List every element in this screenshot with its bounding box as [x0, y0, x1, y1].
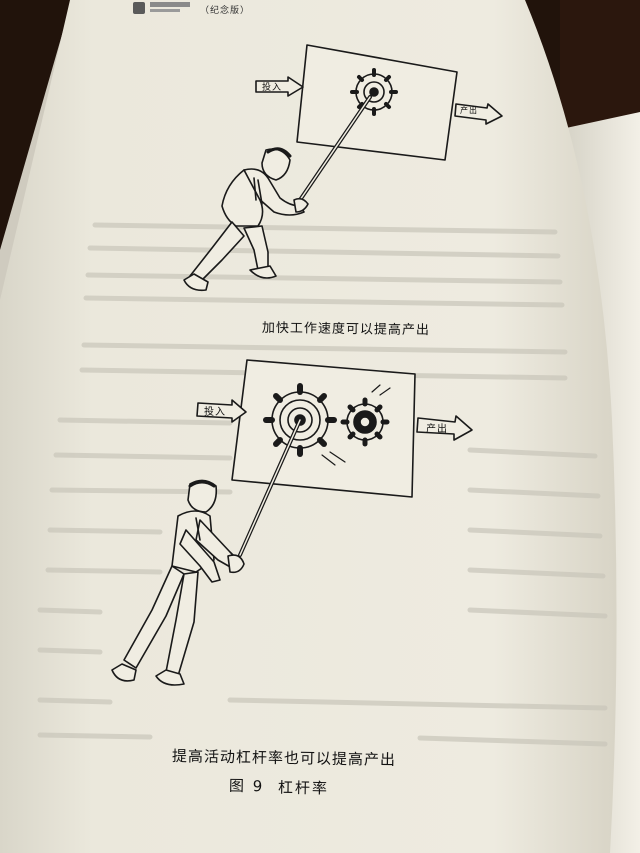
top-gear-icon [352, 70, 396, 114]
bottom-output-label: 产出 [426, 420, 448, 435]
figure-title: 杠杆率 [278, 777, 329, 799]
bottom-figure-caption: 提高活动杠杆率也可以提高产出 [172, 745, 396, 770]
top-output-label: 产出 [460, 105, 478, 116]
figure-number: 图 9 [229, 775, 265, 797]
top-input-label: 投入 [262, 80, 282, 93]
bottom-machine-box [232, 360, 415, 497]
top-figure-caption: 加快工作速度可以提高产出 [262, 317, 430, 338]
bottom-input-label: 投入 [204, 403, 226, 418]
header-edition: （纪念版） [200, 3, 250, 16]
